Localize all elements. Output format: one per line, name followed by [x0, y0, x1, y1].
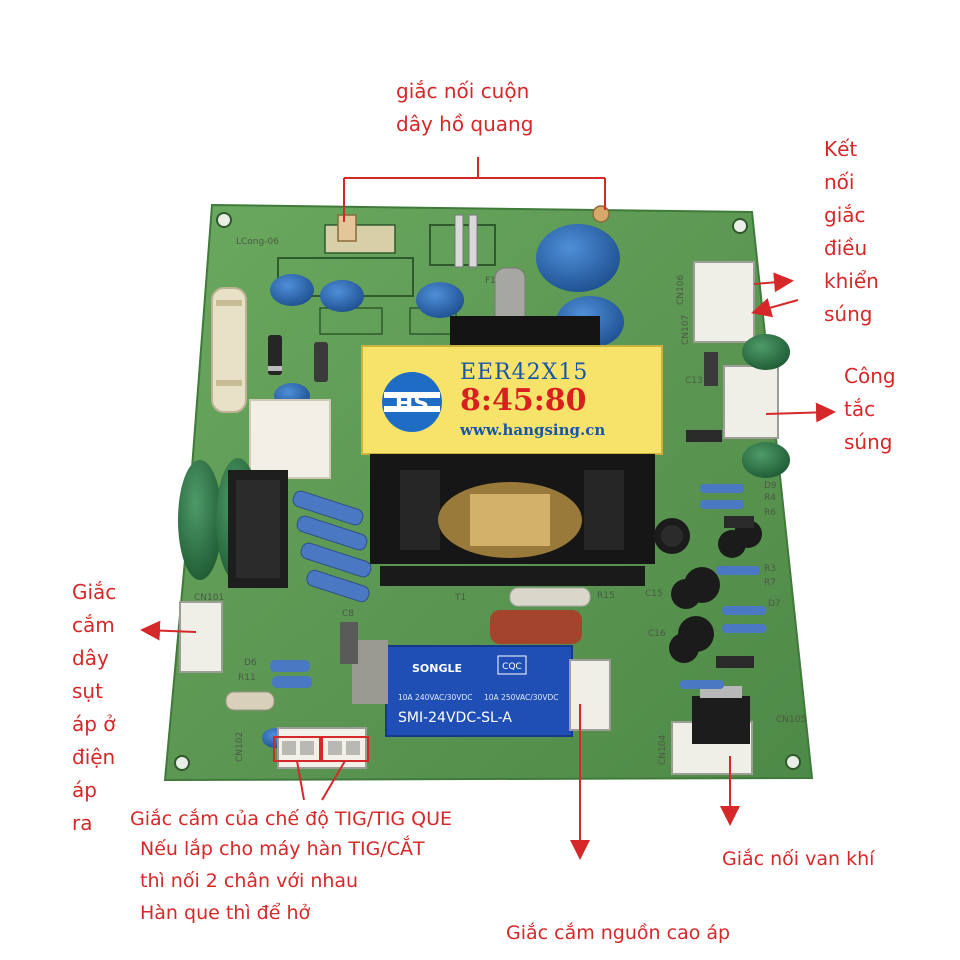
- svg-text:CN105: CN105: [776, 715, 806, 725]
- svg-text:C8: C8: [342, 609, 354, 619]
- svg-text:C13: C13: [685, 376, 703, 386]
- label-line: cắm: [72, 613, 115, 637]
- label-line: Kết: [824, 137, 858, 161]
- mounting-hole: [732, 218, 748, 234]
- transformer-label: EER42X15 8:45:80 www.hangsing.cn: [460, 360, 660, 439]
- label-line: giắc nối cuộn: [396, 79, 530, 103]
- svg-text:R11: R11: [238, 673, 256, 683]
- relay: SONGLE CQC 10A 240VAC/30VDC 10A 250VAC/3…: [385, 645, 573, 737]
- label-tig-mode-title: Giắc cắm của chế độ TIG/TIG QUE: [130, 808, 453, 830]
- svg-text:LCong-06: LCong-06: [236, 237, 279, 247]
- svg-text:D6: D6: [244, 658, 257, 668]
- svg-text:D9: D9: [764, 481, 777, 491]
- svg-text:CN101: CN101: [194, 593, 224, 603]
- label-line: súng: [844, 430, 893, 454]
- label-high-voltage: Giắc cắm nguồn cao áp: [506, 922, 731, 944]
- mounting-hole: [216, 212, 232, 228]
- svg-text:CN106: CN106: [676, 275, 686, 305]
- transformer-model: EER42X15: [460, 360, 589, 385]
- label-line: áp ở: [72, 712, 116, 736]
- mounting-hole: [785, 754, 801, 770]
- annotation-lines: [140, 157, 836, 860]
- svg-text:D7: D7: [768, 599, 781, 609]
- hs-logo: HS: [382, 372, 442, 432]
- label-line: dây: [72, 646, 109, 670]
- logo-text: HS: [395, 392, 429, 417]
- label-line: dây hồ quang: [396, 112, 534, 136]
- label-gas-valve: Giắc nối van khí: [722, 848, 875, 870]
- label-gun-control: Kết nối giắc điều khiển súng: [824, 133, 879, 331]
- svg-text:R6: R6: [764, 508, 776, 518]
- svg-text:C15: C15: [645, 589, 663, 599]
- connector-cn101: [179, 601, 223, 673]
- transformer-website: www.hangsing.cn: [460, 421, 606, 439]
- relay-rating-2: 10A 250VAC/30VDC: [484, 693, 558, 702]
- svg-text:C16: C16: [648, 629, 666, 639]
- svg-text:R3: R3: [764, 564, 776, 574]
- label-line: Giắc: [72, 580, 117, 604]
- connector-gun-control: [693, 261, 755, 343]
- label-line: điện: [72, 745, 116, 769]
- label-voltage-drop: Giắc cắm dây sụt áp ở điện áp ra: [72, 576, 116, 840]
- label-arc-coil: giắc nối cuộn dây hồ quang: [396, 75, 533, 141]
- label-line: Công: [844, 364, 896, 388]
- svg-text:CN102: CN102: [235, 732, 245, 762]
- label-line: giắc: [824, 203, 866, 227]
- relay-model: SMI-24VDC-SL-A: [398, 710, 512, 726]
- svg-text:R15: R15: [597, 591, 615, 601]
- relay-rating-1: 10A 240VAC/30VDC: [398, 693, 472, 702]
- svg-text:R7: R7: [764, 578, 776, 588]
- svg-text:F1: F1: [485, 276, 496, 286]
- label-line: khiển: [824, 269, 879, 293]
- label-line: điều: [824, 236, 868, 260]
- label-line: ra: [72, 811, 93, 835]
- svg-text:CN104: CN104: [658, 735, 668, 765]
- label-gun-switch: Công tắc súng: [844, 360, 896, 459]
- connector-gun-switch: [723, 365, 779, 439]
- label-line: súng: [824, 302, 873, 326]
- label-tig-mode-line-2: Nếu lắp cho máy hàn TIG/CẮT: [140, 838, 425, 860]
- transformer-ratio: 8:45:80: [460, 383, 587, 418]
- label-line: nối: [824, 170, 855, 194]
- svg-text:T1: T1: [454, 593, 466, 603]
- label-tig-mode-line-4: Hàn que thì để hở: [140, 902, 311, 924]
- label-line: áp: [72, 778, 97, 802]
- svg-text:R4: R4: [764, 493, 776, 503]
- connector-high-voltage: [569, 659, 611, 731]
- transformer: [361, 316, 663, 586]
- label-line: tắc: [844, 397, 876, 421]
- label-tig-mode-line-3: thì nối 2 chân với nhau: [140, 870, 359, 892]
- svg-text:CN107: CN107: [681, 315, 691, 345]
- label-line: sụt: [72, 679, 103, 703]
- relay-brand: SONGLE: [412, 662, 462, 675]
- mounting-hole: [174, 755, 190, 771]
- relay-cert: CQC: [502, 662, 522, 672]
